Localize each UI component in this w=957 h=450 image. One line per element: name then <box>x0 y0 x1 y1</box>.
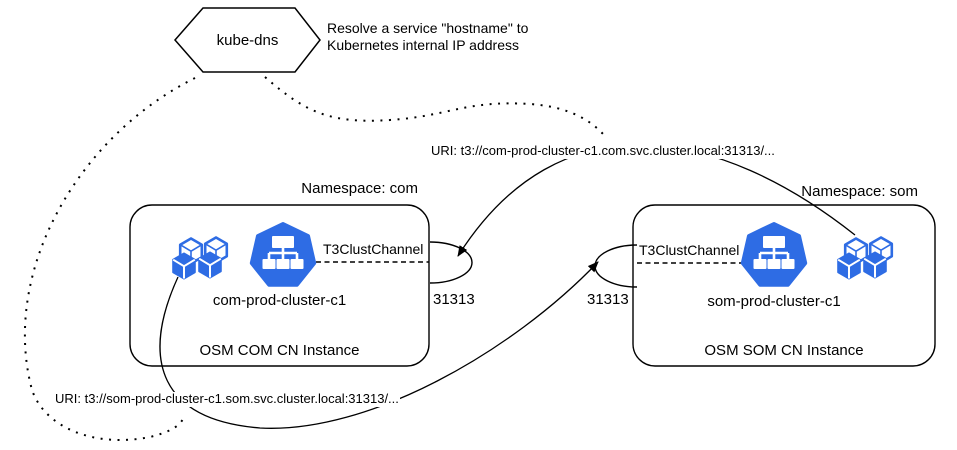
som-cluster-name: som-prod-cluster-c1 <box>707 293 841 310</box>
kube-dns-hexagon <box>174 7 321 73</box>
uri-com-label: URI: t3://com-prod-cluster-c1.com.svc.cl… <box>430 143 776 159</box>
som-instance-label: OSM SOM CN Instance <box>704 342 864 359</box>
namespace-som-label: Namespace: som <box>801 183 918 200</box>
com-to-som-connection-arrow <box>159 261 599 429</box>
dns-lookup-dotted-line-com <box>264 76 605 136</box>
som-channel-label: T3ClustChannel <box>639 242 740 258</box>
kubernetes-pods-icon <box>837 236 894 280</box>
com-channel-label: T3ClustChannel <box>323 241 424 257</box>
som-port-socket <box>594 244 638 288</box>
uri-som-label: URI: t3://som-prod-cluster-c1.som.svc.cl… <box>54 391 400 407</box>
kubernetes-control-plane-icon <box>249 222 317 287</box>
som-port-label: 31313 <box>587 291 629 308</box>
com-port-socket <box>429 241 473 284</box>
com-cluster-name: com-prod-cluster-c1 <box>212 292 347 309</box>
kubernetes-pods-icon <box>172 236 229 280</box>
namespace-com-label: Namespace: com <box>301 180 418 197</box>
kubernetes-control-plane-icon <box>740 222 808 287</box>
com-port-label: 31313 <box>433 291 475 308</box>
dns-lookup-dotted-line-som <box>23 77 196 441</box>
kube-dns-label: kube-dns <box>216 32 279 49</box>
com-instance-label: OSM COM CN Instance <box>199 342 360 359</box>
dns-annotation: Resolve a service "hostname" to Kubernet… <box>327 20 529 53</box>
